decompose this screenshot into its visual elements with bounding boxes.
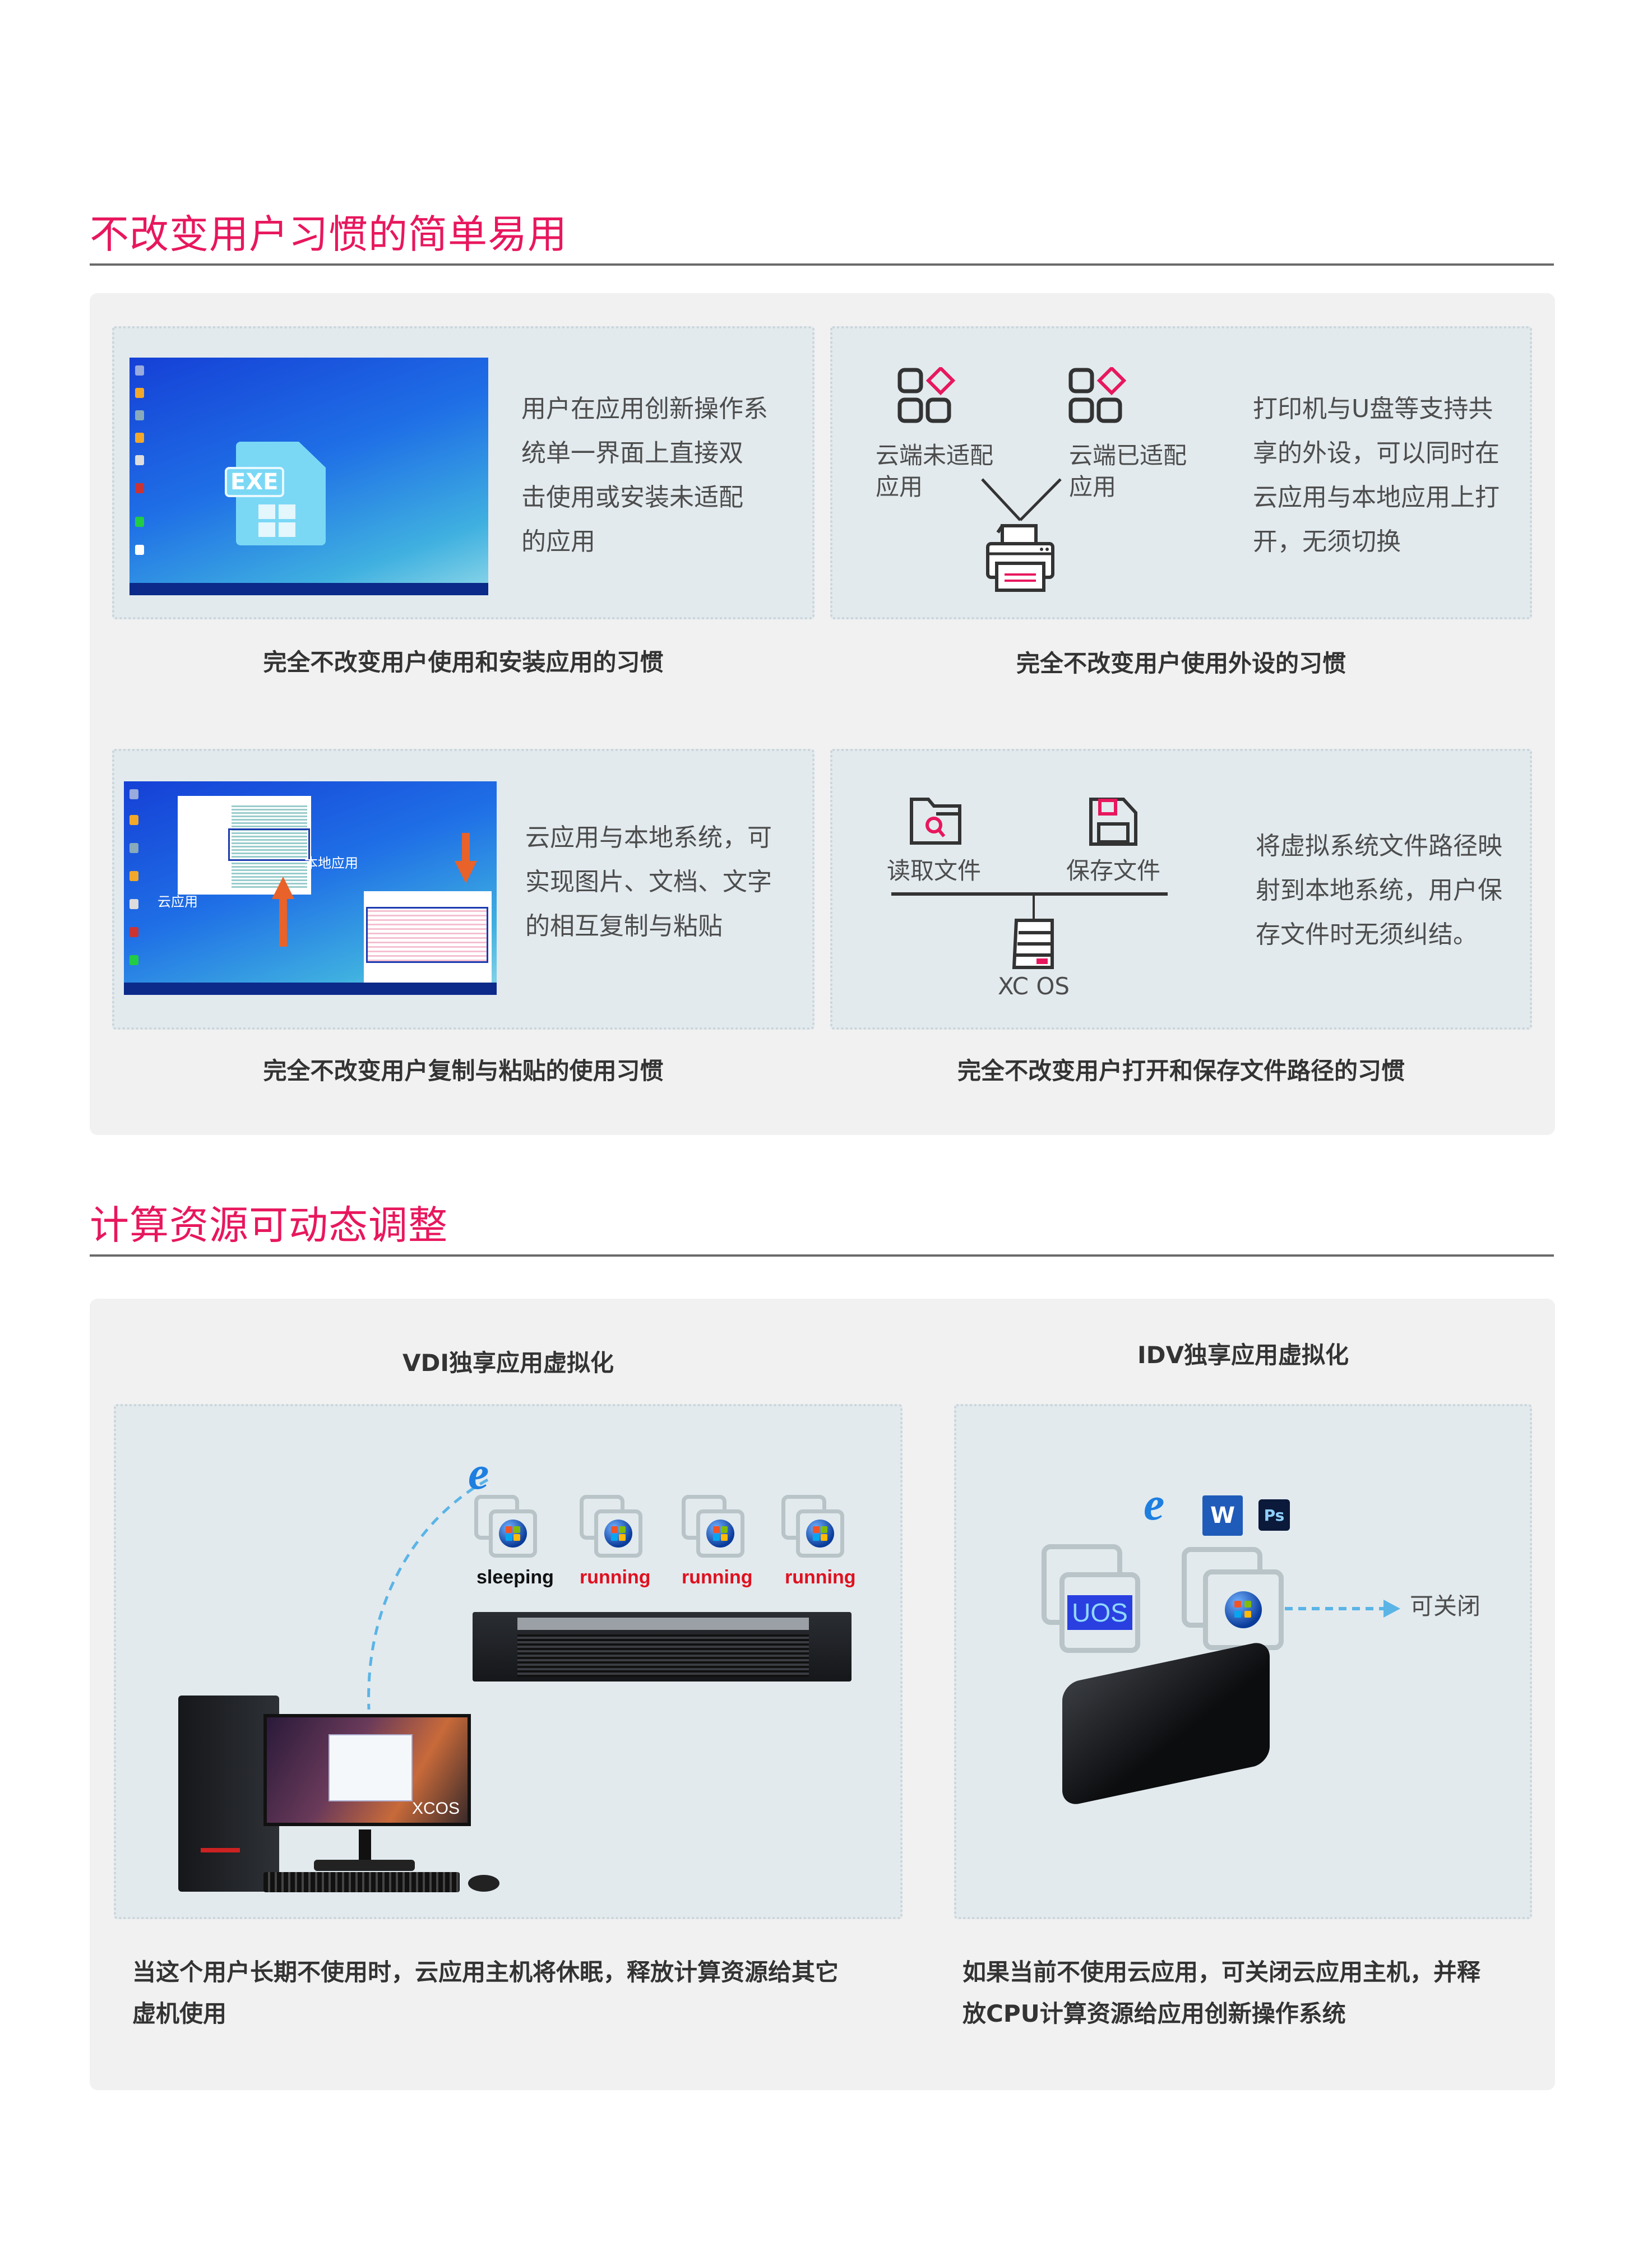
read-file-folder-icon (910, 798, 961, 845)
copy-paste-screenshot: 云应用 本地应用 (124, 781, 497, 995)
vm-status-running: running (580, 1567, 651, 1588)
section-title-ease-of-use: 不改变用户习惯的简单易用 (90, 211, 567, 257)
desktop-tower-image (178, 1696, 279, 1892)
caption-copy-paste: 完全不改变用户复制与粘贴的使用习惯 (263, 1057, 664, 1085)
ie-icon: e (468, 1447, 489, 1499)
photoshop-icon: Ps (1258, 1499, 1290, 1531)
desktop-screenshot: EXE (129, 358, 488, 595)
dashed-arrow-icon (1285, 1600, 1400, 1618)
monitor-os-label: XCOS (411, 1799, 460, 1818)
card-peripherals (830, 326, 1532, 619)
caption-install-apps: 完全不改变用户使用和安装应用的习惯 (263, 648, 664, 676)
label-xc-os: XC OS (997, 972, 1070, 1000)
label-save-file: 保存文件 (1066, 857, 1161, 884)
app-grid-icon-not-adapted (897, 367, 956, 423)
dashed-connection-curve (367, 1478, 489, 1710)
vm-status-running: running (785, 1567, 856, 1588)
connector-line (891, 892, 1168, 896)
windows-logo-icon (258, 503, 298, 537)
printer-icon (981, 478, 1062, 592)
arrow-up-icon (272, 877, 294, 947)
vm-status-running: running (682, 1567, 753, 1588)
monitor-stand (359, 1829, 371, 1863)
server-icon (1012, 919, 1054, 969)
vm-icon (781, 1495, 845, 1559)
caption-file-paths: 完全不改变用户打开和保存文件路径的习惯 (957, 1057, 1405, 1085)
monitor-base (314, 1860, 415, 1871)
label-adapted: 云端已适配应用 (1069, 442, 1187, 501)
idv-description: 如果当前不使用云应用，可关闭云应用主机，并释放CPU计算资源给应用创新操作系统 (962, 1958, 1481, 2027)
connector-stem (1033, 894, 1035, 919)
app-grid-icon-adapted (1068, 367, 1127, 423)
label-cloud-app: 云应用 (158, 894, 198, 910)
uos-label: UOS (1067, 1595, 1132, 1630)
vm-status-sleeping: sleeping (476, 1567, 554, 1588)
label-local-app: 本地应用 (304, 855, 358, 871)
install-apps-description: 用户在应用创新操作系统单一界面上直接双击使用或安装未适配的应用 (521, 395, 768, 556)
ie-icon: e (1144, 1478, 1165, 1530)
vdi-title: VDI独享应用虚拟化 (402, 1349, 614, 1377)
idv-title: IDV独享应用虚拟化 (1137, 1341, 1349, 1369)
caption-peripherals: 完全不改变用户使用外设的习惯 (1016, 650, 1346, 677)
vdi-description: 当这个用户长期不使用时，云应用主机将休眠，释放计算资源给其它虚机使用 (132, 1958, 839, 2027)
peripherals-description: 打印机与U盘等支持共享的外设，可以同时在云应用与本地应用上打开，无须切换 (1253, 395, 1500, 556)
arrow-down-icon (455, 833, 477, 883)
windows-vm-icon (1203, 1569, 1284, 1650)
vm-icon (580, 1495, 644, 1559)
keyboard-image (263, 1872, 460, 1892)
vm-icon (682, 1495, 746, 1559)
uos-vm-icon: UOS (1059, 1572, 1140, 1653)
section-divider (90, 1254, 1554, 1257)
cloud-app-window (178, 796, 311, 895)
monitor-image: XCOS (263, 1714, 471, 1826)
mouse-image (468, 1875, 499, 1892)
exe-label: EXE (225, 467, 284, 497)
label-closable: 可关闭 (1410, 1592, 1481, 1620)
copy-paste-description: 云应用与本地系统，可实现图片、文档、文字的相互复制与粘贴 (525, 823, 772, 941)
word-icon: W (1202, 1495, 1243, 1536)
save-file-floppy-icon (1089, 798, 1137, 846)
card-file-paths (830, 749, 1532, 1030)
section-title-dynamic-resources: 计算资源可动态调整 (90, 1202, 448, 1248)
vm-icon (474, 1495, 538, 1559)
section-divider (90, 263, 1554, 266)
local-app-window (364, 891, 492, 984)
label-not-adapted: 云端未适配应用 (876, 442, 994, 501)
file-paths-description: 将虚拟系统文件路径映射到本地系统，用户保存文件时无须纠结。 (1256, 832, 1502, 949)
rack-server-image (473, 1612, 852, 1682)
label-read-file: 读取文件 (887, 857, 982, 884)
